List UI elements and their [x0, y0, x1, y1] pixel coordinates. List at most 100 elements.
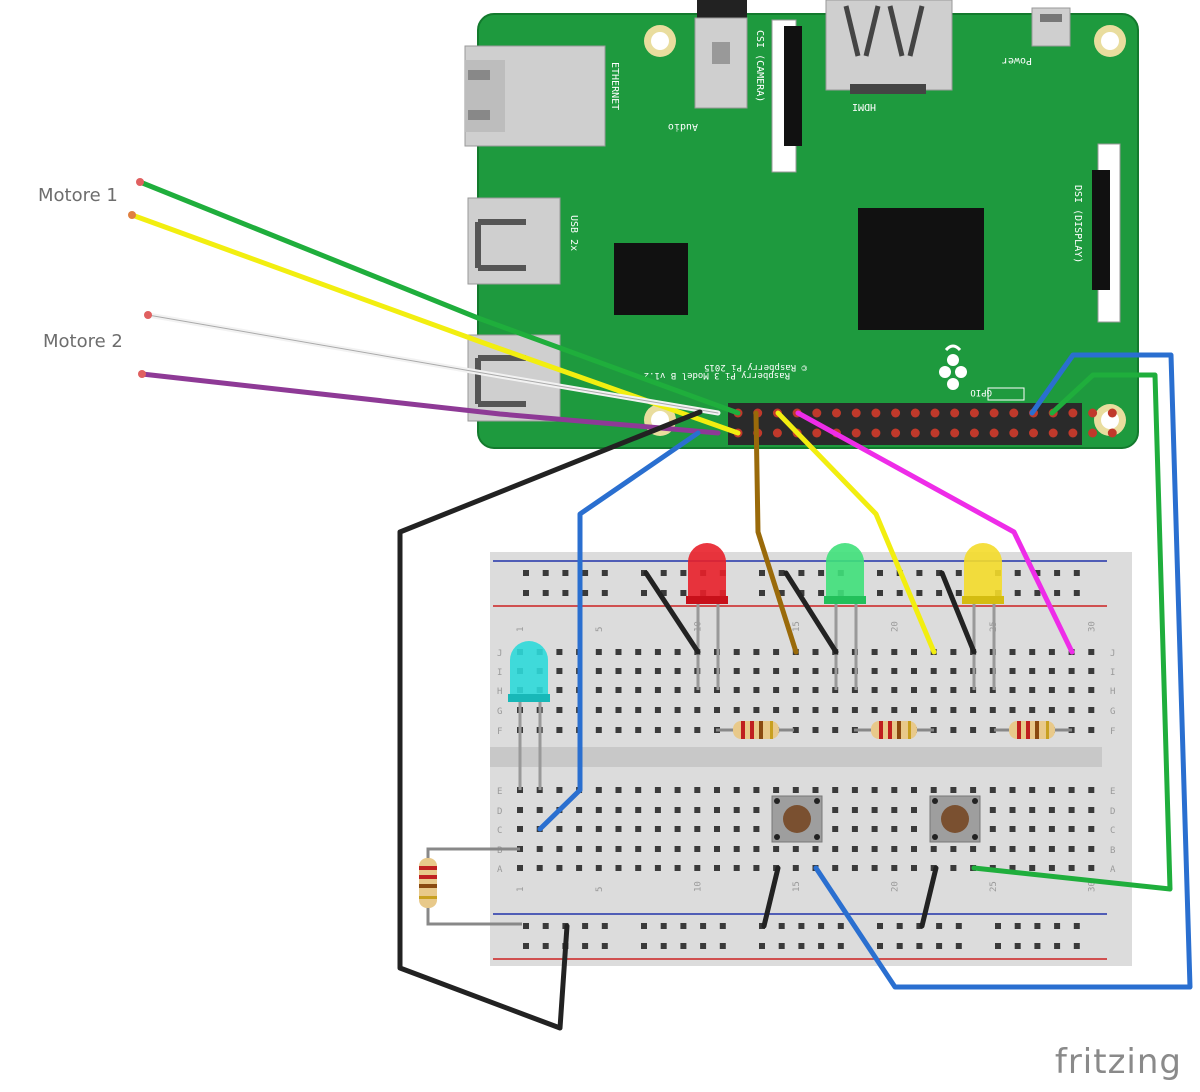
breadboard-hole: [1009, 668, 1016, 674]
breadboard-hole: [654, 865, 661, 871]
breadboard-hole: [595, 727, 602, 733]
breadboard-hole: [877, 590, 883, 596]
row-letter-right: A: [1110, 865, 1116, 875]
breadboard-hole: [556, 649, 563, 655]
column-number-bottom: 10: [693, 881, 703, 892]
breadboard-hole: [556, 787, 563, 793]
breadboard-hole: [615, 826, 622, 832]
breadboard-hole: [812, 846, 819, 852]
breadboard-hole: [832, 707, 839, 713]
breadboard-hole: [1054, 590, 1061, 596]
breadboard-hole: [871, 846, 878, 852]
breadboard-hole: [733, 826, 740, 832]
gpio-pin: [969, 428, 979, 438]
wire-motor1-green: [137, 179, 741, 416]
led-green: [824, 543, 866, 690]
breadboard-hole: [877, 943, 883, 949]
breadboard-hole: [832, 807, 839, 813]
breadboard-hole: [773, 707, 780, 713]
breadboard-hole: [1048, 668, 1055, 674]
resistor-2: [854, 721, 934, 739]
breadboard-hole: [694, 865, 701, 871]
resistor-4: [419, 847, 522, 926]
breadboard-hole: [753, 649, 760, 655]
breadboard-hole: [1009, 707, 1016, 713]
wire-short-black-5: [919, 865, 939, 929]
gpio-pin: [772, 428, 782, 438]
breadboard-hole: [916, 943, 923, 949]
breadboard-hole: [517, 826, 523, 832]
breadboard-hole: [542, 943, 549, 949]
row-letter-left: C: [497, 826, 502, 836]
breadboard-hole: [1009, 865, 1016, 871]
gpio-pin: [1068, 408, 1078, 418]
gpio-pin: [1088, 428, 1098, 438]
row-letter-right: D: [1110, 807, 1115, 817]
breadboard-hole: [674, 846, 681, 852]
breadboard-hole: [759, 943, 765, 949]
gpio-pin: [910, 428, 920, 438]
breadboard-hole: [1029, 846, 1036, 852]
gpio-pin: [851, 428, 861, 438]
breadboard-hole: [818, 590, 825, 596]
breadboard: JJIIHHGGFFEEDDCCBBAA11551010151520202525…: [490, 552, 1132, 966]
breadboard-hole: [1054, 923, 1061, 929]
breadboard-hole: [576, 846, 583, 852]
breadboard-hole: [615, 727, 622, 733]
ethernet-label: ETHERNET: [609, 62, 620, 110]
wire-ground-black: [397, 409, 703, 1031]
breadboard-hole: [635, 787, 642, 793]
breadboard-hole: [773, 846, 780, 852]
gpio-header-body: [728, 403, 1082, 445]
breadboard-hole: [989, 807, 996, 813]
breadboard-hole: [818, 570, 825, 576]
breadboard-hole: [950, 865, 957, 871]
wires: [128, 178, 1193, 1031]
breadboard-hole: [601, 943, 608, 949]
column-number-top: 30: [1087, 621, 1097, 632]
gpio-pin: [969, 408, 979, 418]
breadboard-hole: [989, 707, 996, 713]
breadboard-hole: [641, 943, 647, 949]
breadboard-hole: [851, 787, 858, 793]
breadboard-hole: [911, 865, 917, 871]
breadboard-hole: [916, 570, 923, 576]
breadboard-hole: [1068, 787, 1075, 793]
breadboard-hole: [792, 865, 799, 871]
breadboard-hole: [615, 865, 622, 871]
breadboard-hole: [896, 923, 903, 929]
breadboard-hole: [989, 826, 996, 832]
breadboard-hole: [1048, 787, 1055, 793]
breadboard-hole: [753, 707, 760, 713]
breadboard-hole: [694, 807, 701, 813]
breadboard-hole: [871, 826, 878, 832]
breadboard-hole: [911, 649, 917, 655]
breadboard-hole: [1048, 846, 1055, 852]
gpio-pin: [1029, 428, 1038, 438]
breadboard-hole: [680, 943, 687, 949]
breadboard-hole: [753, 865, 760, 871]
column-number-bottom: 30: [1087, 881, 1097, 892]
breadboard-hole: [680, 590, 687, 596]
breadboard-hole: [818, 923, 825, 929]
breadboard-hole: [1048, 826, 1055, 832]
breadboard-hole: [523, 570, 529, 576]
breadboard-hole: [896, 943, 903, 949]
breadboard-hole: [556, 846, 563, 852]
breadboard-hole: [930, 846, 937, 852]
breadboard-hole: [950, 846, 957, 852]
breadboard-hole: [1029, 865, 1036, 871]
breadboard-hole: [654, 846, 661, 852]
breadboard-hole: [1088, 727, 1095, 733]
breadboard-hole: [542, 590, 549, 596]
breadboard-hole: [601, 570, 608, 576]
breadboard-hole: [556, 687, 563, 693]
usb-port-1: USB 2x: [467, 197, 579, 285]
breadboard-hole: [1088, 649, 1095, 655]
breadboard-hole: [1088, 865, 1095, 871]
hdmi-label: HDMI: [852, 101, 876, 112]
breadboard-hole: [595, 787, 602, 793]
row-letter-left: F: [497, 727, 502, 737]
column-number-bottom: 5: [595, 887, 605, 892]
